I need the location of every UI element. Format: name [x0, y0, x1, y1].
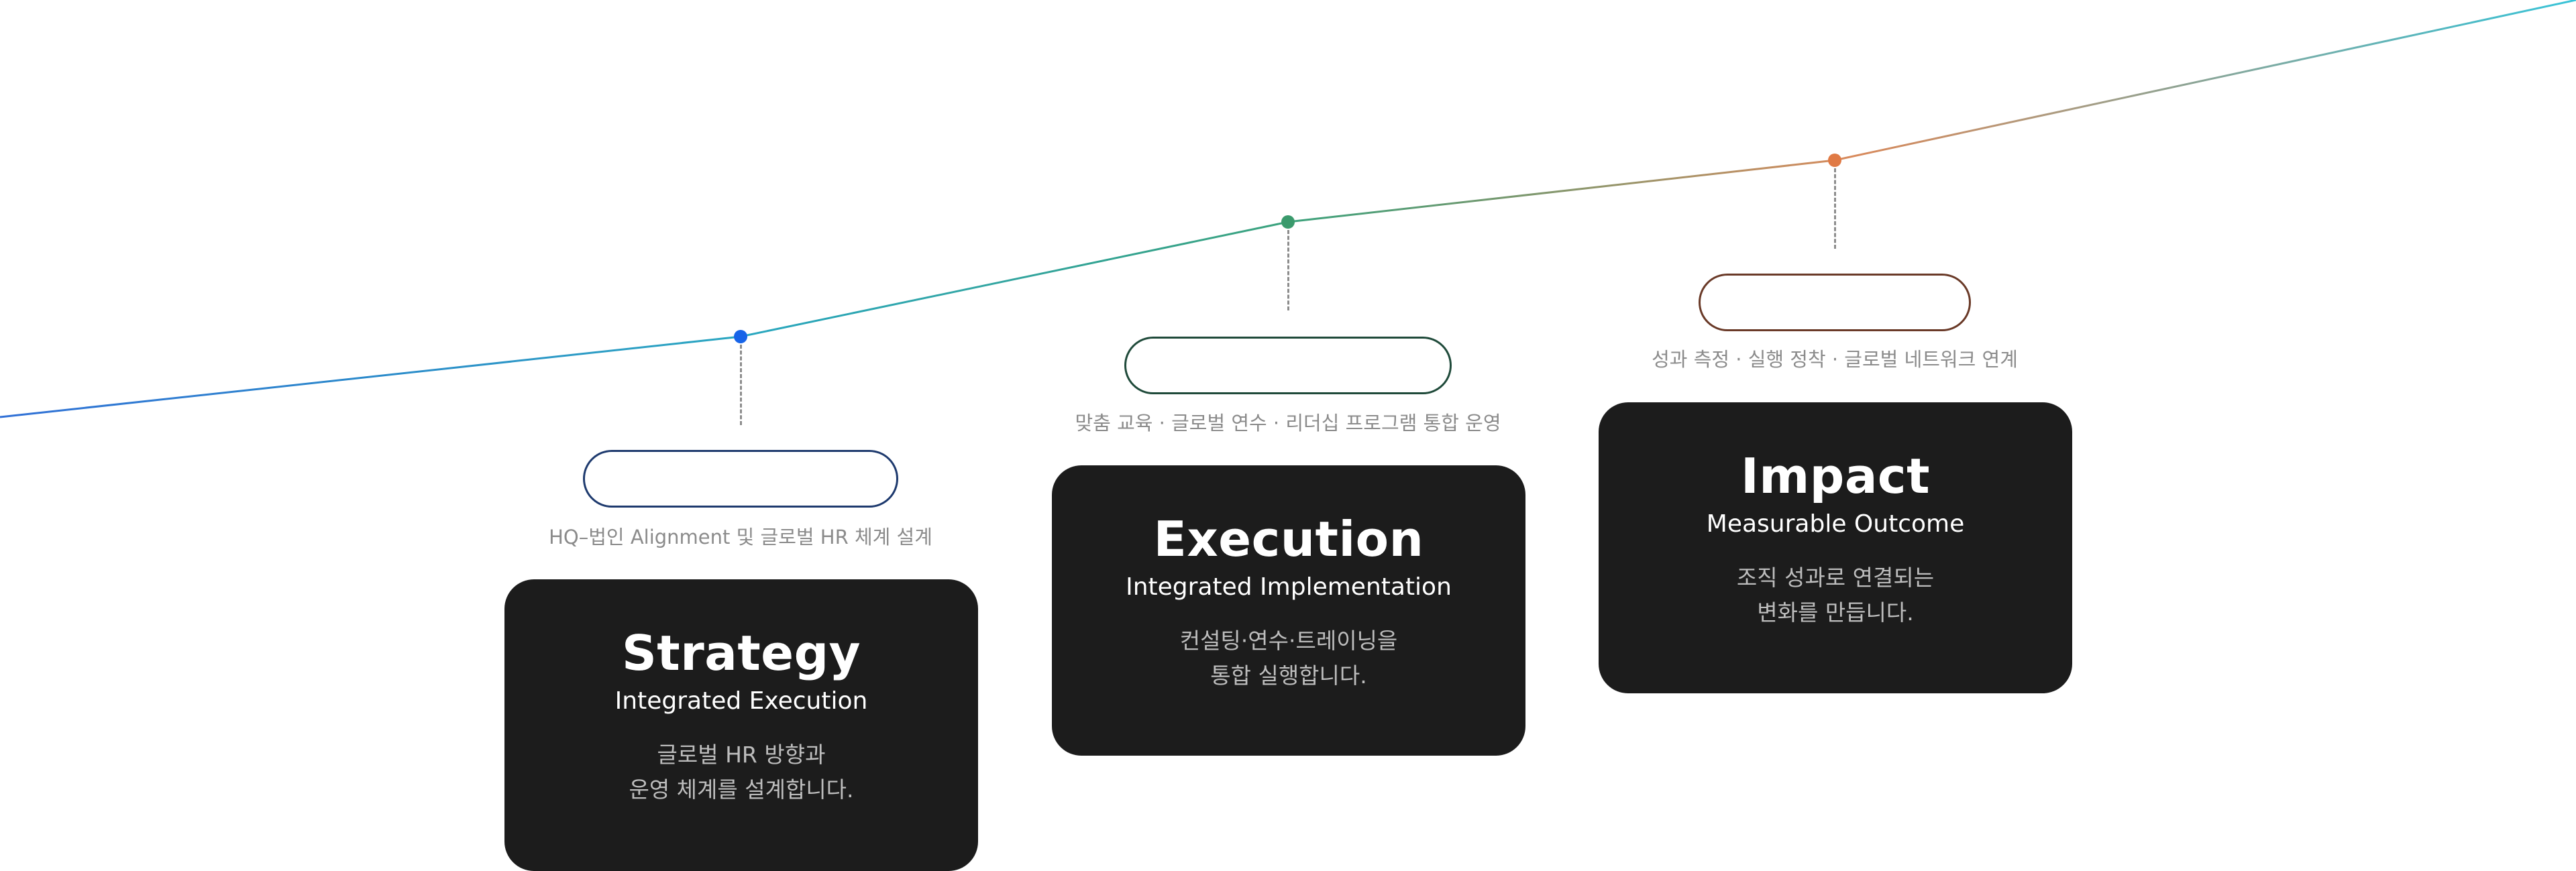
- strategy-description: 글로벌 HR 방향과 운영 체계를 설계합니다.: [629, 742, 854, 803]
- impact-pill: [1699, 274, 1971, 331]
- strategy-title: Strategy: [621, 625, 861, 681]
- strategy-caption: HQ–법인 Alignment 및 글로벌 HR 체계 설계: [549, 526, 932, 548]
- execution-description: 컨설팅·연수·트레이닝을 통합 실행합니다.: [1179, 628, 1398, 689]
- execution-subtitle: Integrated Implementation: [1126, 573, 1452, 601]
- impact-card: Impact Measurable Outcome 조직 성과로 연결되는 변화…: [1599, 402, 2072, 693]
- impact-title: Impact: [1740, 448, 1931, 504]
- execution-title: Execution: [1153, 511, 1424, 567]
- impact-caption: 성과 측정 · 실행 정착 · 글로벌 네트워크 연계: [1652, 348, 2018, 371]
- impact-node-dot: [1828, 154, 1841, 167]
- execution-node-dot: [1281, 215, 1295, 229]
- strategy-connector: [740, 345, 742, 425]
- execution-card: Execution Integrated Implementation 컨설팅·…: [1052, 465, 1525, 756]
- strategy-subtitle: Integrated Execution: [614, 687, 868, 715]
- impact-connector: [1834, 168, 1836, 249]
- strategy-card: Strategy Integrated Execution 글로벌 HR 방향과…: [504, 579, 978, 871]
- execution-caption: 맞춤 교육 · 글로벌 연수 · 리더십 프로그램 통합 운영: [1075, 412, 1501, 434]
- execution-pill: [1124, 337, 1452, 394]
- impact-subtitle: Measurable Outcome: [1706, 510, 1965, 538]
- impact-description: 조직 성과로 연결되는 변화를 만듭니다.: [1736, 565, 1935, 626]
- strategy-pill: [583, 450, 898, 508]
- execution-connector: [1287, 230, 1289, 310]
- strategy-node-dot: [734, 330, 747, 343]
